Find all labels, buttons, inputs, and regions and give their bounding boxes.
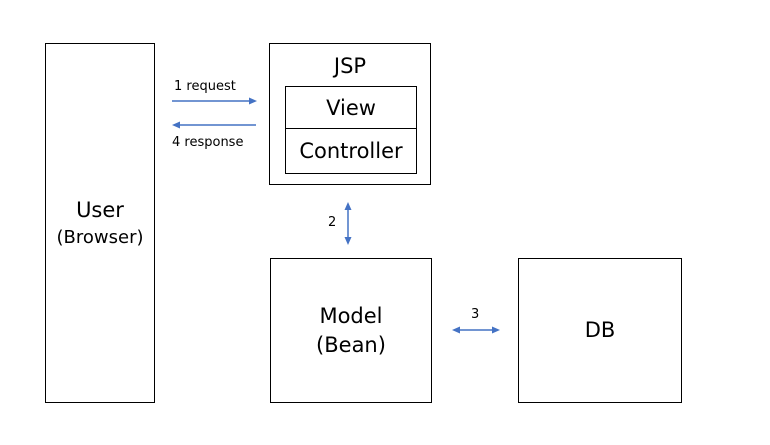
jsp-box: JSP View Controller <box>269 43 431 185</box>
response-label: 4 response <box>172 135 244 150</box>
db-box: DB <box>518 258 682 403</box>
bean-label: (Bean) <box>316 332 386 357</box>
controller-label: Controller <box>299 138 403 163</box>
model-db-arrow <box>452 326 500 334</box>
jsp-model-arrow <box>344 202 352 245</box>
db-label: DB <box>584 318 616 342</box>
browser-label: (Browser) <box>56 227 144 248</box>
user-browser-box: User (Browser) <box>45 43 155 403</box>
user-label: User <box>76 198 124 222</box>
controller-box: Controller <box>285 128 417 174</box>
request-label: 1 request <box>174 79 236 94</box>
step3-label: 3 <box>471 307 480 322</box>
view-label: View <box>326 95 376 120</box>
request-arrow <box>172 97 257 105</box>
step2-label: 2 <box>328 215 337 230</box>
model-label: Model <box>319 303 383 328</box>
model-bean-box: Model (Bean) <box>270 258 432 403</box>
jsp-title: JSP <box>333 54 367 78</box>
response-arrow <box>172 121 256 129</box>
